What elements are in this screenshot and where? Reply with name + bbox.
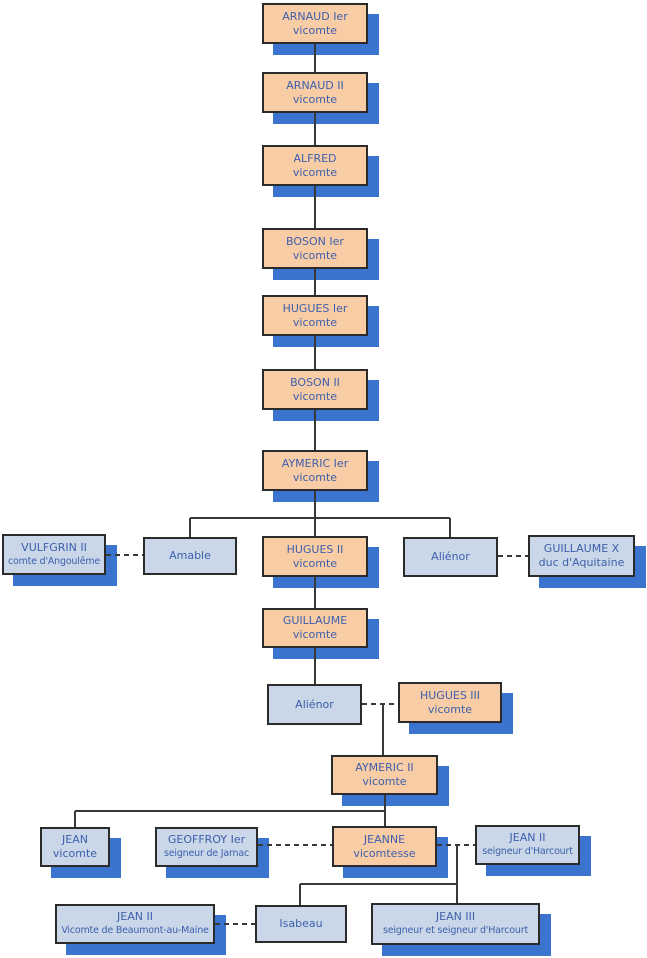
connector-line xyxy=(382,704,384,755)
node-name: JEANNE xyxy=(363,832,406,846)
node-name: ARNAUD Ier xyxy=(282,9,348,23)
connector-line xyxy=(74,811,76,827)
connector-line xyxy=(314,269,316,295)
marriage-dashed-line xyxy=(106,554,143,556)
connector-line xyxy=(189,518,191,537)
node-jean-ii-beaumont: JEAN II Vicomte de Beaumont-au-Maine xyxy=(55,904,215,944)
connector-line xyxy=(314,186,316,228)
node-alienor-2: Aliénor xyxy=(267,684,362,725)
connector-line xyxy=(299,884,301,905)
connector-line xyxy=(314,113,316,145)
node-title: vicomte xyxy=(292,315,338,329)
connector-line xyxy=(314,336,316,369)
node-name: BOSON II xyxy=(290,375,340,389)
node-title: vicomte xyxy=(362,775,407,788)
node-name: HUGUES Ier xyxy=(282,301,348,315)
node-title: vicomte xyxy=(292,165,338,179)
node-jean-ii-harcourt: JEAN II seigneur d'Harcourt xyxy=(475,825,580,865)
node-title: vicomte xyxy=(292,23,338,37)
node-title: duc d'Aquitaine xyxy=(538,556,625,569)
node-title: vicomte xyxy=(292,92,338,106)
node-alienor: Aliénor xyxy=(403,537,498,577)
marriage-dashed-line xyxy=(437,844,475,846)
connector-line xyxy=(384,795,386,826)
node-name: ARNAUD II xyxy=(286,78,344,92)
marriage-dashed-line xyxy=(215,923,255,925)
node-name: VULFGRIN II xyxy=(21,540,87,554)
node-name: AYMERIC Ier xyxy=(281,456,349,470)
node-name: GEOFFROY Ier xyxy=(167,833,246,846)
connector-line xyxy=(314,648,316,684)
node-title: seigneur d'Harcourt xyxy=(482,846,573,857)
connector-line xyxy=(456,845,458,903)
node-name: HUGUES III xyxy=(419,688,481,702)
marriage-dashed-line xyxy=(362,703,398,705)
connector-line xyxy=(314,518,316,536)
node-name: Isabeau xyxy=(279,917,323,930)
node-title: vicomte xyxy=(427,702,473,716)
node-name: Amable xyxy=(169,549,211,562)
node-title: vicomte xyxy=(292,389,338,403)
node-name: HUGUES II xyxy=(286,542,344,556)
node-name: GUILLAUME xyxy=(282,614,348,627)
node-title: vicomte xyxy=(292,628,338,641)
node-name: JEAN II xyxy=(117,910,153,923)
marriage-dashed-line xyxy=(258,844,332,846)
node-title: vicomtesse xyxy=(353,846,416,860)
node-name: JEAN xyxy=(62,833,88,846)
node-name: Aliénor xyxy=(431,550,470,563)
node-title: seigneur de Jarnac xyxy=(164,848,249,859)
connector-line xyxy=(449,518,451,537)
node-name: BOSON Ier xyxy=(286,234,344,248)
node-isabeau: Isabeau xyxy=(255,905,347,943)
marriage-dashed-line xyxy=(498,555,528,557)
node-name: JEAN III xyxy=(435,910,476,923)
node-title: vicomte xyxy=(52,847,98,860)
node-name: GUILLAUME X xyxy=(543,542,620,555)
connector-line xyxy=(190,517,450,519)
node-title: comte d'Angoulême xyxy=(7,555,101,567)
connector-line xyxy=(314,410,316,450)
node-title: vicomte xyxy=(292,470,338,484)
node-name: ALFRED xyxy=(293,151,337,165)
node-amable: Amable xyxy=(143,537,237,575)
connector-line xyxy=(300,883,457,885)
node-name: JEAN II xyxy=(509,831,546,844)
connector-line xyxy=(314,44,316,72)
connector-line xyxy=(314,491,316,518)
connector-line xyxy=(314,577,316,608)
node-name: Aliénor xyxy=(295,697,334,711)
node-geoffroy-ier: GEOFFROY Ier seigneur de Jarnac xyxy=(155,827,258,867)
node-name: AYMERIC II xyxy=(355,761,414,774)
connector-line xyxy=(75,810,385,812)
node-jean-iii: JEAN III seigneur et seigneur d'Harcourt xyxy=(371,903,540,945)
node-title: vicomte xyxy=(292,556,338,570)
node-title: seigneur et seigneur d'Harcourt xyxy=(383,925,528,936)
node-title: Vicomte de Beaumont-au-Maine xyxy=(61,925,209,936)
node-title: vicomte xyxy=(292,248,338,262)
